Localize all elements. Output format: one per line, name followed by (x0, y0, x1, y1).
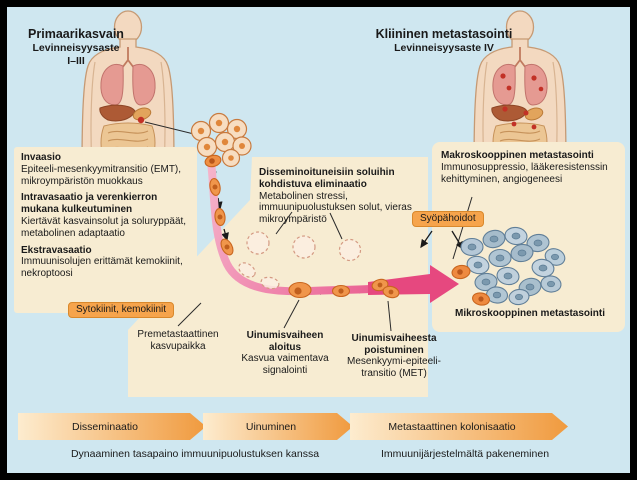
macro-heading: Makroskooppinen metastasointi (441, 150, 594, 161)
primary-tumor-dot (137, 116, 145, 124)
dormancy-exit-body: Mesenkyymi-epiteeli-transitio (MET) (347, 356, 441, 379)
primary-tumor-title-block: Primaarikasvain Levinneisyysaste I–III (14, 27, 138, 67)
dormancy-exit-heading: Uinumisvaiheesta poistuminen (351, 333, 437, 356)
left-title: Primaarikasvain (28, 27, 124, 41)
macro-body: Immunosuppressio, lääkeresistenssin kehi… (441, 161, 608, 185)
macroscopic-metastasis-text: Makroskooppinen metastasointi Immunosupp… (441, 150, 619, 185)
timeline-label-dormancy: Uinuminen (245, 420, 297, 433)
elimination-body: Metabolinen stressi, immuunipuolustuksen… (259, 190, 412, 226)
timeline-arrow-colonisation: Metastaattinen kolonisaatio (350, 413, 568, 440)
right-subtitle: Levinneisyysaste IV (394, 42, 494, 54)
caption-immune-escape: Immuunijärjestelmältä pakeneminen (380, 448, 550, 460)
timeline-arrow-dormancy: Uinuminen (203, 413, 353, 440)
micrometastasis-cell-cluster (451, 226, 566, 306)
premetastatic-niche-label: Premetastaattinen kasvupaikka (137, 329, 219, 352)
eliminated-cells (238, 231, 362, 290)
elimination-heading: Disseminoituneisiin soluihin kohdistuva … (259, 167, 395, 190)
invasion-body: Epiteeli-mesenkyymitransitio (EMT), mikr… (21, 163, 182, 187)
invasion-heading: Invaasio (21, 152, 62, 163)
cytokines-tag: Sytokiinit, kemokiinit (68, 302, 175, 318)
metastasis-dots (500, 73, 544, 130)
right-title: Kliininen metastasointi (375, 27, 513, 41)
dormancy-exit-label: Uinumisvaiheesta poistuminen Mesenkyymi-… (344, 333, 444, 379)
dormancy-start-label: Uinumisvaiheen aloitus Kasvua vaimentava… (237, 330, 333, 376)
left-stage: I–III (67, 54, 85, 67)
dissemination-panel (128, 157, 428, 397)
cancer-treatments-tag: Syöpähoidot (412, 211, 484, 227)
extravasation-heading: Ekstravasaatio (21, 244, 92, 256)
intravasation-heading: Intravasaatio ja verenkierron mukana kul… (21, 192, 158, 216)
extravasation-body: Immuunisolujen erittämät kemokiinit, nek… (21, 256, 183, 280)
left-subtitle: Levinneisyysaste (32, 42, 120, 54)
dormancy-start-body: Kasvua vaimentava signalointi (241, 353, 329, 376)
timeline-arrow-dissemination: Disseminaatio (18, 413, 206, 440)
timeline-label-colonisation: Metastaattinen kolonisaatio (388, 420, 516, 433)
dormancy-start-heading: Uinumisvaiheen aloitus (246, 330, 324, 353)
invasion-info-box: Invaasio Epiteeli-mesenkyymitransitio (E… (21, 152, 193, 285)
clinical-metastasis-title-block: Kliininen metastasointi Levinneisyysaste… (366, 27, 522, 55)
invasion-panel (14, 147, 197, 313)
intravasation-body: Kiertävät kasvainsolut ja soluryppäät, m… (21, 215, 187, 239)
timeline-label-dissemination: Disseminaatio (72, 420, 138, 433)
microscopic-metastasis-label: Mikroskooppinen metastasointi (454, 308, 606, 319)
primary-tumor-cell-cluster (190, 112, 252, 168)
circulating-tumor-cells (209, 178, 400, 299)
elimination-note: Disseminoituneisiin soluihin kohdistuva … (259, 167, 415, 226)
caption-immune-balance: Dynaaminen tasapaino immuunipuolustuksen… (70, 448, 320, 460)
